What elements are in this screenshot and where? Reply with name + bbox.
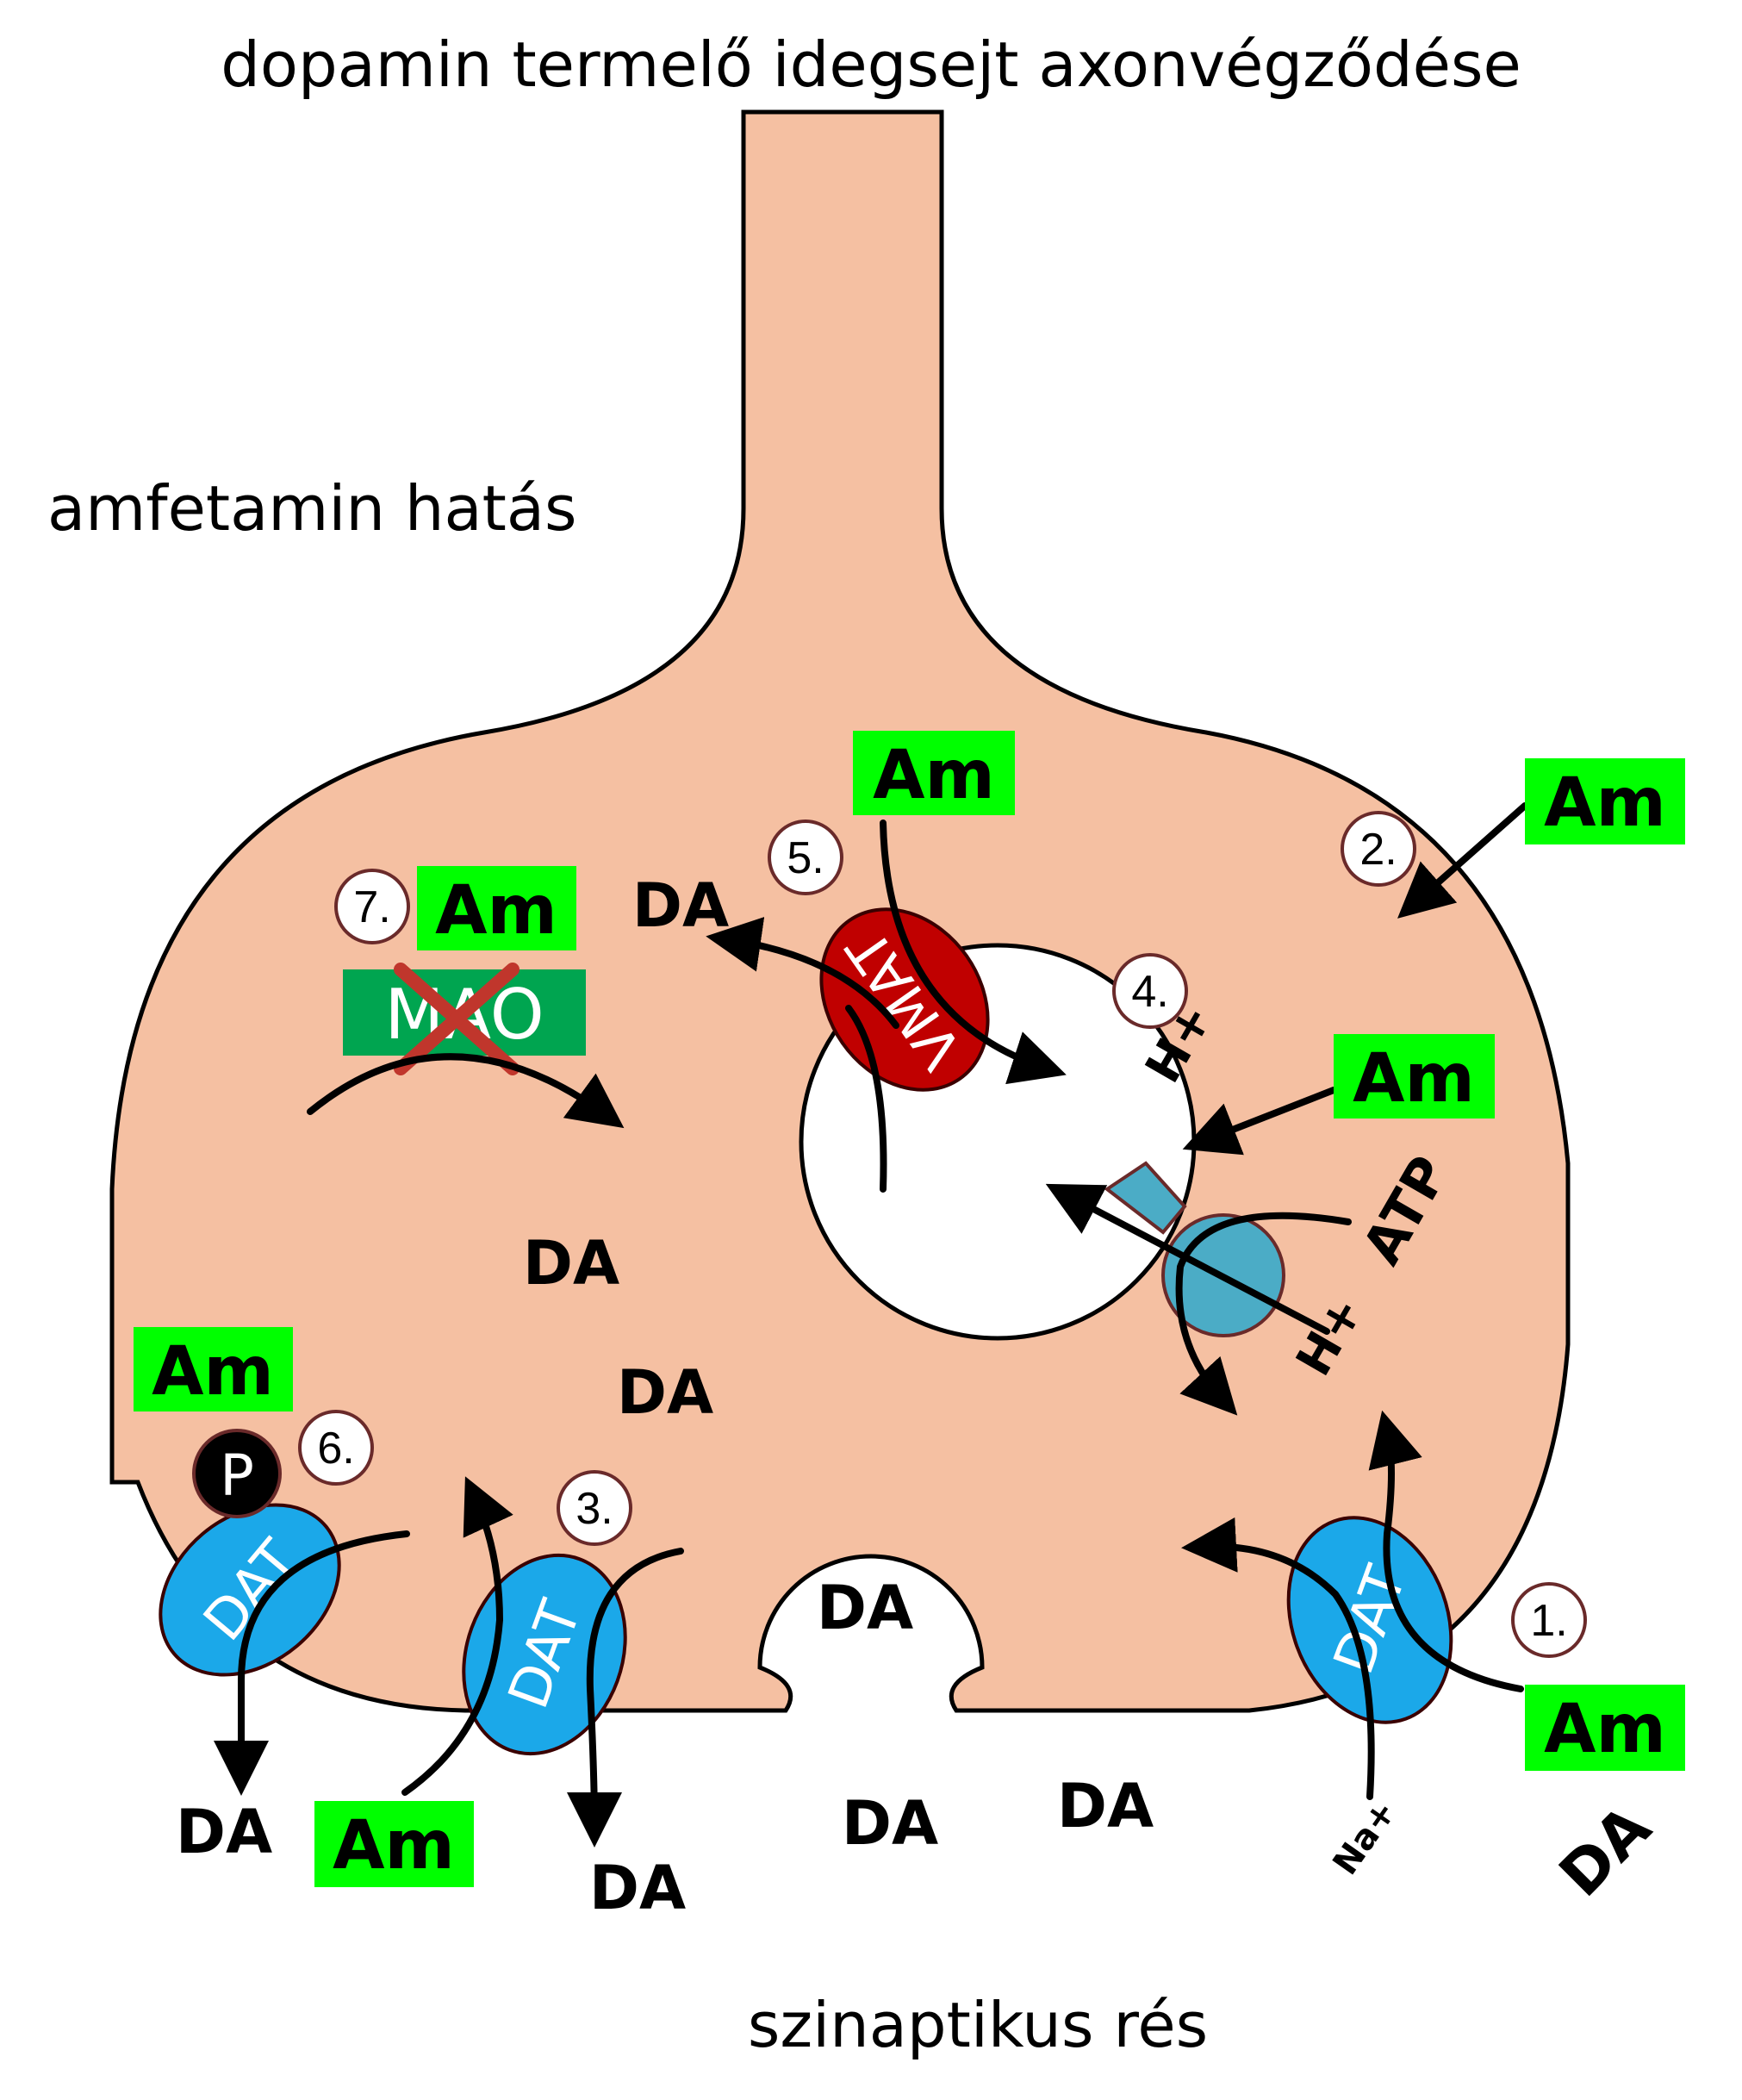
step-1-label: 1. bbox=[1530, 1596, 1567, 1646]
am-label-1: Am bbox=[1544, 1691, 1666, 1768]
naplus-label: Na+ bbox=[1326, 1793, 1405, 1882]
am-label-3: Am bbox=[333, 1807, 455, 1885]
phosphate-label: P bbox=[220, 1443, 254, 1509]
am-box-2: Am bbox=[1525, 758, 1685, 844]
am-label-4: Am bbox=[1353, 1040, 1475, 1118]
step-6: 6. bbox=[298, 1410, 374, 1486]
am-label-2: Am bbox=[1544, 764, 1666, 842]
da-label-vmat: DA bbox=[632, 870, 729, 941]
da-label-cleft-2: DA bbox=[1057, 1771, 1154, 1841]
dat-transporter-middle: DAT bbox=[462, 1553, 627, 1756]
am-label-5: Am bbox=[873, 737, 995, 814]
mao-cross bbox=[394, 963, 519, 1075]
da-label-cleft-1: DA bbox=[842, 1788, 938, 1859]
page-title: dopamin termelő idegsejt axonvégződése bbox=[221, 28, 1521, 101]
da-label-out-1: DA bbox=[176, 1797, 272, 1867]
phosphate-circle bbox=[192, 1429, 282, 1518]
step-1: 1. bbox=[1511, 1582, 1587, 1658]
step-7: 7. bbox=[334, 869, 410, 944]
vmat-transporter bbox=[819, 907, 990, 1092]
am-box-7: Am bbox=[417, 866, 576, 950]
am-label-6: Am bbox=[152, 1333, 274, 1411]
am-box-3: Am bbox=[314, 1801, 474, 1887]
am-box-5: Am bbox=[853, 731, 1015, 815]
step-4-label: 4. bbox=[1131, 967, 1168, 1017]
step-5: 5. bbox=[768, 819, 843, 895]
da-label-cleft-3: DA bbox=[1546, 1792, 1664, 1910]
da-label-cytosol-2: DA bbox=[617, 1357, 713, 1428]
da-label-exocytosis: DA bbox=[817, 1573, 913, 1643]
step-2: 2. bbox=[1341, 811, 1416, 887]
am-box-6: Am bbox=[134, 1327, 293, 1411]
da-label-out-2: DA bbox=[589, 1853, 686, 1923]
step-4: 4. bbox=[1112, 953, 1188, 1029]
step-3: 3. bbox=[557, 1470, 632, 1546]
subtitle: amfetamin hatás bbox=[47, 472, 577, 545]
step-5-label: 5. bbox=[787, 833, 824, 883]
step-6-label: 6. bbox=[317, 1424, 354, 1474]
am-box-1: Am bbox=[1525, 1685, 1685, 1771]
step-7-label: 7. bbox=[353, 882, 390, 932]
dat-transporter-left: DAT bbox=[159, 1503, 341, 1677]
arrows bbox=[214, 802, 1528, 1848]
step-2-label: 2. bbox=[1359, 825, 1397, 875]
am-label-7: Am bbox=[435, 872, 557, 950]
am-box-4: Am bbox=[1334, 1034, 1495, 1119]
bottom-label: szinaptikus rés bbox=[748, 1989, 1208, 2061]
da-label-cytosol-1: DA bbox=[523, 1228, 619, 1299]
step-3-label: 3. bbox=[575, 1484, 613, 1534]
